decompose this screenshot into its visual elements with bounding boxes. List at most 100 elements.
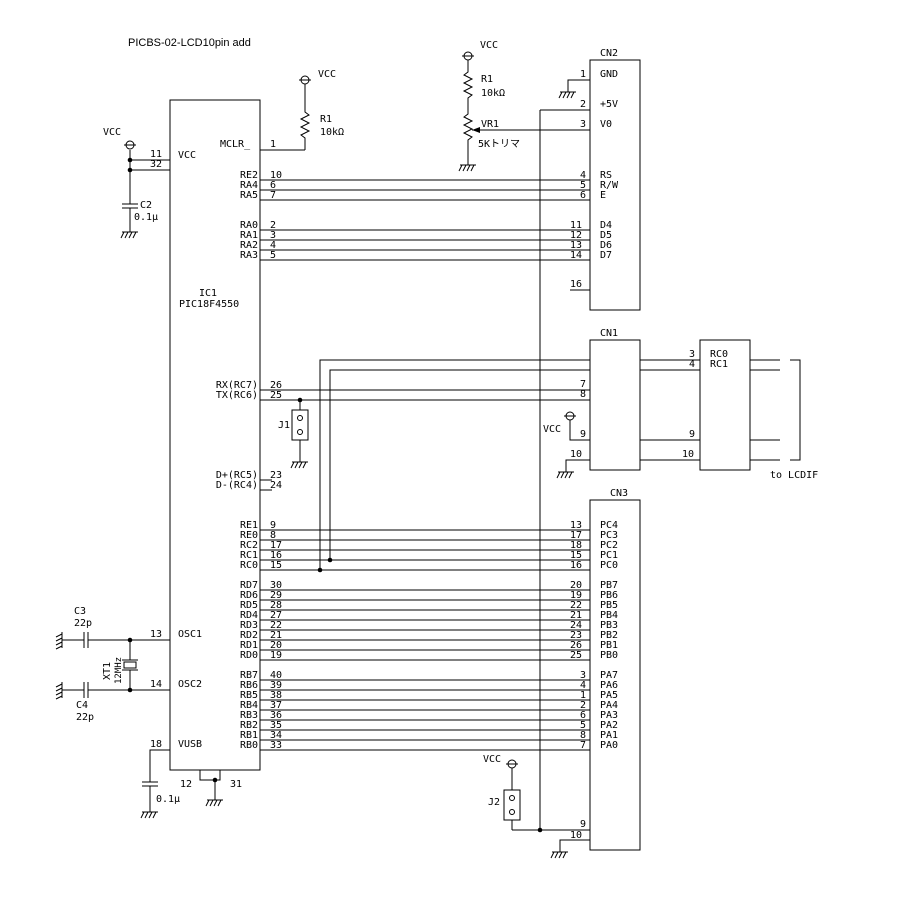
io-signal-label: RB3 — [240, 710, 258, 721]
io-connector-pin: 25 — [570, 650, 582, 661]
cn1-ref: CN1 — [600, 328, 618, 339]
io-connector-pin: 24 — [570, 620, 582, 631]
cn1-if-pin-9: 9 — [689, 429, 695, 440]
ground-symbol-cn1 — [556, 471, 574, 479]
ground-symbol-c4 — [55, 682, 63, 700]
io-connector-label: PA1 — [600, 730, 618, 741]
ic1-pin-18: 18 — [150, 739, 162, 750]
j2-pin-a — [509, 795, 515, 801]
io-connector-label: PA7 — [600, 670, 618, 681]
io-signal-label: RB6 — [240, 680, 258, 691]
io-ic-pin: 20 — [270, 640, 282, 651]
j1-ref: J1 — [278, 420, 290, 431]
cn1-pin-7: 7 — [580, 379, 586, 390]
ground-symbol-c3 — [55, 632, 63, 650]
lcd-connector-pin: 11 — [570, 220, 582, 231]
xt1-ref: XT1 — [102, 662, 113, 680]
io-ic-pin: 36 — [270, 710, 282, 721]
cn3-pin-10: 10 — [570, 830, 582, 841]
to-lcdif-label: to LCDIF — [770, 470, 818, 481]
ic1-ref: IC1 — [199, 288, 217, 299]
junction-xt1-bottom — [127, 687, 133, 693]
ic1-pin-14: 14 — [150, 679, 162, 690]
io-connector-label: PB2 — [600, 630, 618, 641]
io-connector-label: PC3 — [600, 530, 618, 541]
io-ic-pin: 22 — [270, 620, 282, 631]
lcdif-bracket — [790, 359, 801, 461]
lcd-ic-pin: 6 — [270, 180, 276, 191]
io-ic-pin: 29 — [270, 590, 282, 601]
lcd-connector-label: R/W — [600, 180, 619, 191]
j2-jumper[interactable] — [503, 789, 521, 821]
ic1-pin-13: 13 — [150, 629, 162, 640]
io-signal-label: RD2 — [240, 630, 258, 641]
cn2-body — [589, 59, 641, 311]
lcd-signal-label: RA0 — [240, 220, 258, 231]
io-ic-pin: 15 — [270, 560, 282, 571]
lcd-connector-label: D6 — [600, 240, 612, 251]
j1-jumper[interactable] — [291, 409, 309, 441]
io-connector-pin: 19 — [570, 590, 582, 601]
lcd-signal-label: RA4 — [240, 180, 258, 191]
io-connector-label: PA2 — [600, 720, 618, 731]
r1-lcd-ref: R1 — [481, 74, 493, 85]
wire-ic1-gnd-pins — [199, 770, 221, 781]
io-ic-pin: 16 — [270, 550, 282, 561]
io-ic-pin: 33 — [270, 740, 282, 751]
usb-signal-label: D+(RC5) — [216, 470, 258, 481]
io-connector-label: PB5 — [600, 600, 618, 611]
io-connector-label: PA6 — [600, 680, 618, 691]
lcd-signal-label: RA1 — [240, 230, 258, 241]
io-ic-pin: 40 — [270, 670, 282, 681]
usb-ic-pin: 23 — [270, 470, 282, 481]
io-signal-label: RD7 — [240, 580, 258, 591]
cn2-gnd-label: GND — [600, 69, 618, 80]
io-ic-pin: 19 — [270, 650, 282, 661]
io-connector-label: PC0 — [600, 560, 618, 571]
io-ic-pin: 34 — [270, 730, 282, 741]
c2-value: 0.1μ — [134, 212, 158, 223]
io-connector-label: PB1 — [600, 640, 618, 651]
junction-ic1-gnd — [212, 777, 218, 783]
lcd-signal-label: RA2 — [240, 240, 258, 251]
io-ic-pin: 39 — [270, 680, 282, 691]
io-connector-label: PC2 — [600, 540, 618, 551]
vcc-j2-label: VCC — [483, 754, 501, 765]
vr1-wiper-arrow — [472, 127, 480, 133]
io-signal-label: RB5 — [240, 690, 258, 701]
usb-ic-pin: 24 — [270, 480, 282, 491]
usb-signal-label: D-(RC4) — [216, 480, 258, 491]
vr1-ref: VR1 — [481, 119, 499, 130]
io-connector-pin: 5 — [580, 720, 586, 731]
ic1-pin-32: 32 — [150, 159, 162, 170]
usb-net-row: D-(RC4) 24 — [216, 480, 282, 491]
io-connector-label: PA4 — [600, 700, 618, 711]
io-connector-pin: 4 — [580, 680, 586, 691]
vr1-trimmer — [462, 108, 474, 165]
r1-mclr-ref: R1 — [320, 114, 332, 125]
lcdif-connector-body — [699, 339, 751, 471]
io-connector-pin: 16 — [570, 560, 582, 571]
io-connector-label: PA0 — [600, 740, 618, 751]
lcd-ic-pin: 3 — [270, 230, 276, 241]
ground-symbol-c2 — [120, 231, 138, 239]
cn1-pin-8: 8 — [580, 389, 586, 400]
lcd-ic-pin: 10 — [270, 170, 282, 181]
io-connector-label: PB7 — [600, 580, 618, 591]
cn2-pin-3: 3 — [580, 119, 586, 130]
lcd-connector-pin: 12 — [570, 230, 582, 241]
uart-signal-label: RX(RC7) — [216, 380, 258, 391]
io-connector-label: PB3 — [600, 620, 618, 631]
io-signal-label: RB7 — [240, 670, 258, 681]
